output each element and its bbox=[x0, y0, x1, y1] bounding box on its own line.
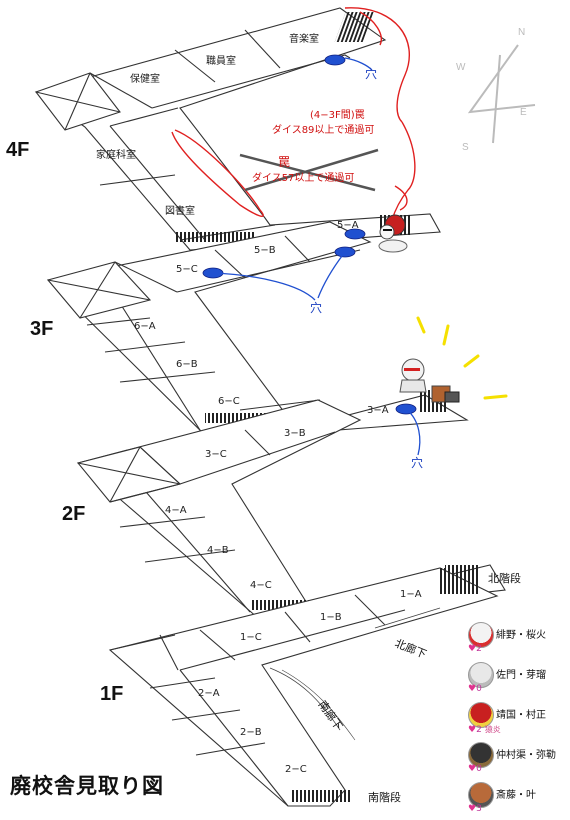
heart-icon: ♥ bbox=[468, 644, 477, 654]
member-hp: 0 bbox=[476, 684, 482, 694]
trap-curve-music bbox=[359, 11, 382, 46]
room-5c: 5−C bbox=[176, 264, 198, 275]
avatar bbox=[468, 662, 494, 688]
label-south-stairs: 南階段 bbox=[368, 790, 401, 804]
room-katei: 家庭科室 bbox=[96, 148, 136, 161]
party-member: 斎藤・叶 ♥3 bbox=[466, 780, 570, 819]
compass bbox=[467, 44, 536, 144]
party-member: 緋野・桜火 ♥2 bbox=[466, 620, 570, 659]
hole-line-music bbox=[344, 57, 373, 71]
member-hp: 3 bbox=[476, 804, 482, 814]
member-name: 緋野・桜火 bbox=[496, 630, 546, 641]
trap1-title: (4−3F間)罠 bbox=[310, 109, 365, 121]
compass-e: E bbox=[520, 107, 527, 118]
page-title: 廃校舎見取り図 bbox=[10, 773, 164, 798]
member-status: ♥2 bbox=[468, 644, 482, 654]
room-5a: 5−A bbox=[337, 220, 359, 231]
heart-icon: ♥ bbox=[468, 725, 477, 735]
heart-icon: ♥ bbox=[468, 804, 477, 814]
hole-label-4f: 穴 bbox=[365, 66, 377, 81]
hole-label-3f: 穴 bbox=[310, 300, 322, 315]
label-north-stairs: 北階段 bbox=[488, 571, 521, 585]
floor-label-2f: 2F bbox=[62, 503, 85, 525]
trap2-cross-2 bbox=[244, 148, 379, 192]
room-2a: 2−A bbox=[198, 688, 220, 699]
member-name: 靖国・村正 bbox=[496, 710, 546, 721]
party-member: 佐門・芽瑠 ♥0 bbox=[466, 660, 570, 699]
compass-w: W bbox=[456, 62, 466, 73]
room-4c: 4−C bbox=[250, 580, 272, 591]
room-5b: 5−B bbox=[254, 245, 276, 256]
room-1c: 1−C bbox=[240, 632, 262, 643]
character-group-3a bbox=[399, 358, 460, 403]
hole-line-5c bbox=[212, 272, 316, 301]
room-6a: 6−A bbox=[134, 321, 156, 332]
room-hoken: 保健室 bbox=[130, 72, 160, 85]
avatar bbox=[468, 742, 494, 768]
label-south-corridor: 南廊下 bbox=[316, 698, 346, 733]
compass-s: S bbox=[462, 142, 469, 153]
member-hp: 0 bbox=[476, 764, 482, 774]
heart-icon: ♥ bbox=[468, 684, 477, 694]
room-4a: 4−A bbox=[165, 505, 187, 516]
hole-line-3a bbox=[405, 408, 421, 456]
member-name: 仲村渠・弥勒 bbox=[496, 750, 556, 761]
room-6b: 6−B bbox=[176, 359, 198, 370]
floor-label-1f: 1F bbox=[100, 683, 123, 705]
room-ongaku: 音楽室 bbox=[289, 32, 319, 45]
label-north-corridor: 北廊下 bbox=[393, 636, 429, 661]
hole-line-5a bbox=[317, 251, 346, 299]
room-4b: 4−B bbox=[207, 545, 229, 556]
member-name: 佐門・芽瑠 bbox=[496, 670, 546, 681]
hole-label-2f: 穴 bbox=[411, 455, 423, 470]
room-3c: 3−C bbox=[205, 449, 227, 460]
avatar bbox=[468, 622, 494, 648]
room-1a: 1−A bbox=[400, 589, 422, 600]
member-status: ♥3 bbox=[468, 804, 482, 814]
trap2-title: 罠 bbox=[278, 155, 290, 169]
trap-line-right bbox=[391, 121, 416, 221]
trap1-text: ダイス89以上で通過可 bbox=[272, 123, 374, 136]
compass-n: N bbox=[518, 27, 525, 38]
party-member: 仲村渠・弥勒 ♥0 bbox=[466, 740, 570, 779]
room-tosho: 図書室 bbox=[165, 204, 195, 217]
hole-4f-music bbox=[324, 54, 346, 66]
trap-curve-5a bbox=[394, 185, 408, 211]
room-3a: 3−A bbox=[367, 405, 389, 416]
room-1b: 1−B bbox=[320, 612, 342, 623]
member-status: ♥0 bbox=[468, 684, 482, 694]
floor-label-4f: 4F bbox=[6, 139, 29, 161]
floor-label-3f: 3F bbox=[30, 318, 53, 340]
hole-3f-5a-1 bbox=[344, 228, 366, 240]
avatar bbox=[468, 782, 494, 808]
sparkle-effect bbox=[416, 316, 508, 400]
room-3b: 3−B bbox=[284, 428, 306, 439]
member-status: ♥0 bbox=[468, 764, 482, 774]
member-name: 斎藤・叶 bbox=[496, 790, 536, 801]
trap2-text: ダイス57以上で通過可 bbox=[252, 171, 354, 184]
room-shokuin: 職員室 bbox=[206, 54, 236, 67]
member-condition: 猿炎 bbox=[484, 725, 501, 734]
trap-line-top bbox=[344, 7, 410, 123]
room-2c: 2−C bbox=[285, 764, 307, 775]
heart-icon: ♥ bbox=[468, 764, 477, 774]
room-2b: 2−B bbox=[240, 727, 262, 738]
avatar bbox=[468, 702, 494, 728]
floor-1f bbox=[108, 567, 499, 807]
room-6c: 6−C bbox=[218, 396, 240, 407]
trap-ellipse-library bbox=[171, 129, 264, 218]
character-group-5a bbox=[378, 214, 408, 253]
member-hp: 2 bbox=[476, 725, 482, 735]
member-hp: 2 bbox=[476, 644, 482, 654]
floor-4f bbox=[34, 7, 441, 251]
